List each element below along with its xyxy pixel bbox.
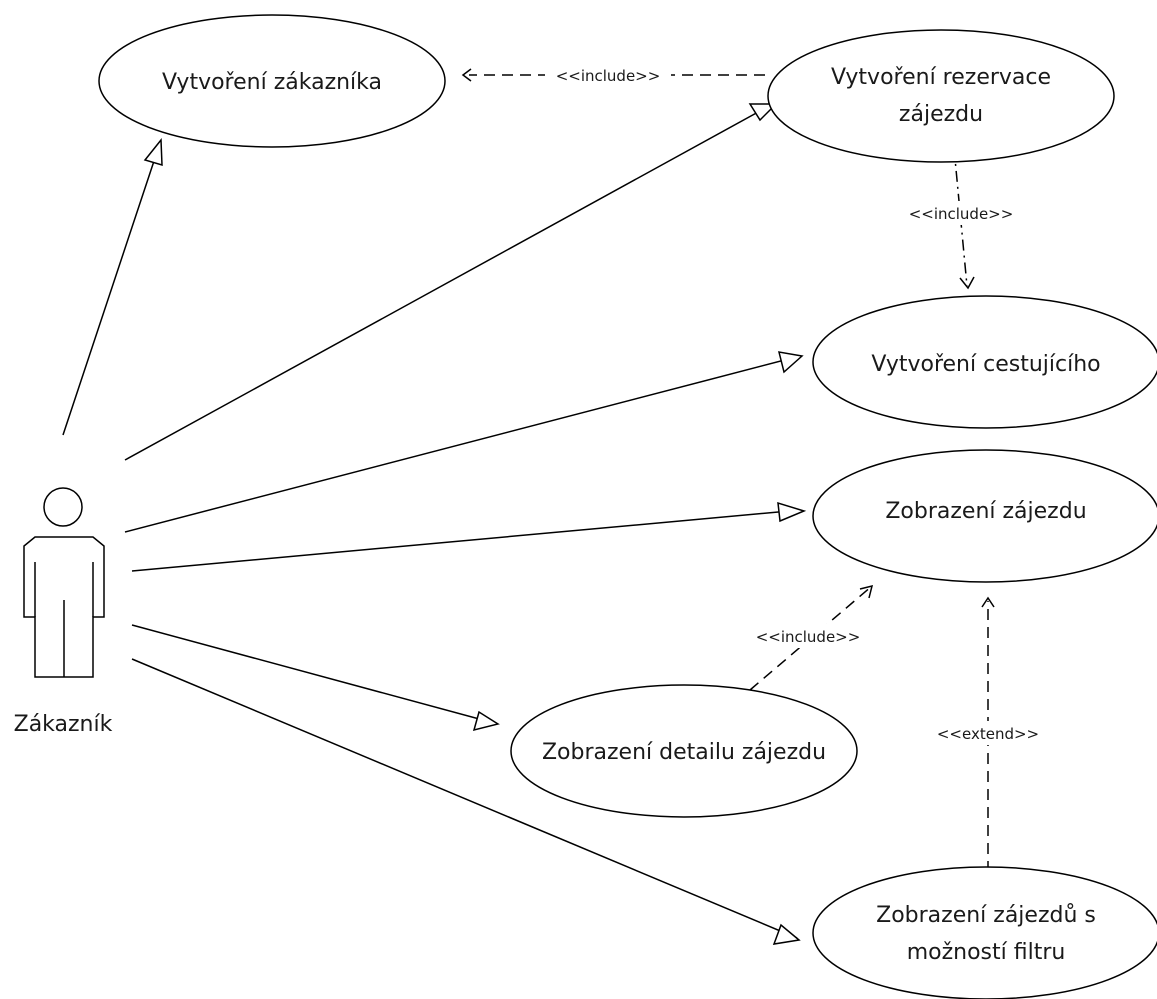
use-case-show-tour: Zobrazení zájezdu	[812, 449, 1157, 583]
stereotype-extend-filter: <<extend>>	[937, 725, 1039, 743]
use-case-create-customer: Vytvoření zákazníka	[98, 14, 446, 148]
extend-arrowhead-filter	[981, 596, 995, 608]
arrowhead-show-tour	[777, 501, 807, 523]
use-case-show-tours-filter: Zobrazení zájezdů s možností filtru	[812, 866, 1157, 999]
use-case-ellipse	[98, 14, 446, 148]
use-case-ellipse	[812, 449, 1157, 583]
include-arrowhead-customer	[461, 68, 472, 82]
use-case-label: Zobrazení detailu zájezdu	[542, 740, 826, 765]
use-case-ellipse	[767, 29, 1115, 163]
stereotype-include-traveler: <<include>>	[909, 205, 1014, 223]
association-show-tours-filter	[131, 658, 798, 939]
associations	[62, 110, 801, 939]
include-arrowhead-detail	[859, 584, 874, 599]
association-show-tour-detail	[131, 624, 495, 724]
use-case-label: Zobrazení zájezdu	[885, 499, 1086, 524]
stereotype-include-detail: <<include>>	[756, 628, 861, 646]
include-arrowhead-traveler	[959, 276, 975, 290]
arrowhead-show-tour-detail	[472, 710, 500, 732]
arrowhead-create-customer	[143, 137, 163, 167]
arrowhead-create-reservation	[748, 103, 778, 122]
stereotype-include-customer: <<include>>	[556, 67, 661, 85]
arrowhead-create-traveler	[777, 351, 804, 374]
actor-label: Zákazník	[14, 712, 113, 737]
association-show-tour	[131, 509, 801, 572]
actor-customer: Zákazník	[14, 487, 113, 737]
use-case-label: Vytvoření cestujícího	[871, 352, 1100, 377]
association-create-traveler	[124, 355, 801, 533]
use-case-label-line-1: Vytvoření rezervace	[831, 65, 1051, 90]
use-case-label-line-2: možností filtru	[907, 940, 1066, 965]
use-case-ellipse	[510, 684, 858, 818]
use-case-label-line-2: zájezdu	[899, 102, 983, 127]
use-case-create-reservation: Vytvoření rezervace zájezdu	[767, 29, 1115, 163]
use-case-ellipse	[812, 866, 1157, 999]
actor-head	[43, 487, 83, 527]
use-case-label-line-1: Zobrazení zájezdů s	[876, 903, 1096, 928]
association-create-customer	[62, 157, 156, 436]
use-case-ellipse	[812, 295, 1157, 429]
association-create-reservation	[124, 110, 761, 461]
use-case-show-tour-detail: Zobrazení detailu zájezdu	[510, 684, 858, 818]
use-case-create-traveler: Vytvoření cestujícího	[812, 295, 1157, 429]
use-case-label: Vytvoření zákazníka	[162, 70, 382, 95]
association-arrowheads	[143, 103, 807, 945]
stereotype-labels: <<include>> <<include>> <<include>> <<ex…	[545, 64, 1050, 745]
arrowhead-show-tours-filter	[772, 923, 801, 945]
